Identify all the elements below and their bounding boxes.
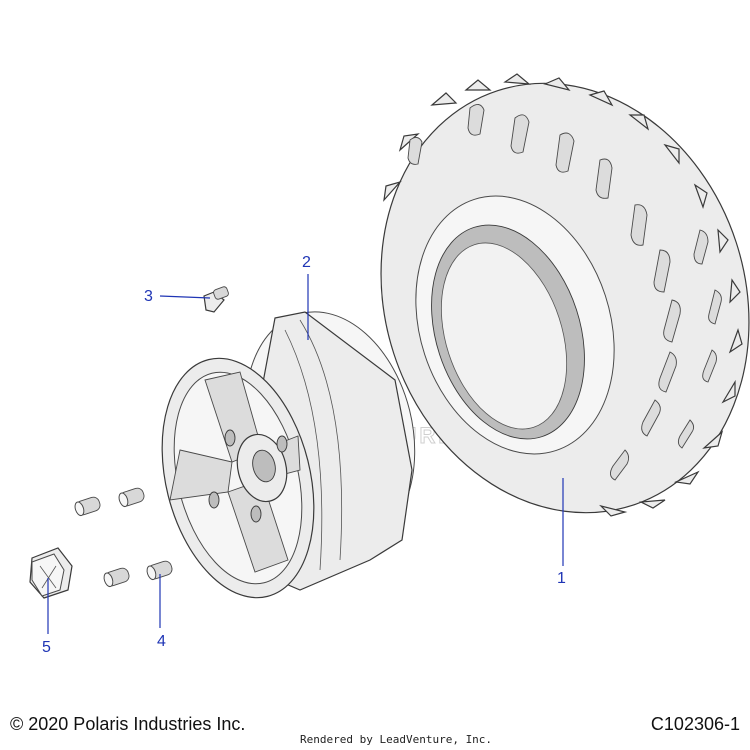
leader-lines bbox=[47, 274, 564, 634]
lug-nut[interactable] bbox=[145, 560, 173, 581]
callout-1-tire[interactable]: 1 bbox=[557, 570, 566, 587]
lug-nuts[interactable] bbox=[73, 487, 173, 588]
tire-tread-lugs bbox=[383, 73, 743, 517]
callout-2-wheel[interactable]: 2 bbox=[302, 254, 311, 271]
callout-3-valve-stem[interactable]: 3 bbox=[144, 288, 153, 305]
lug-nut[interactable] bbox=[117, 487, 145, 508]
valve-stem[interactable] bbox=[203, 286, 229, 313]
drawing-number: C102306-1 bbox=[650, 714, 740, 734]
callout-4-lug-nut[interactable]: 4 bbox=[157, 633, 166, 650]
copyright-notice: © 2020 Polaris Industries Inc. bbox=[10, 714, 246, 734]
wheel[interactable] bbox=[139, 294, 439, 614]
lug-nut[interactable] bbox=[102, 567, 130, 588]
tire[interactable] bbox=[326, 35, 750, 561]
tire-tread-pattern bbox=[407, 104, 722, 481]
callout-5-center-cap[interactable]: 5 bbox=[42, 639, 51, 656]
render-credit: Rendered by LeadVenture, Inc. bbox=[300, 733, 493, 746]
center-cap[interactable] bbox=[29, 547, 73, 599]
lug-nut[interactable] bbox=[73, 496, 101, 517]
